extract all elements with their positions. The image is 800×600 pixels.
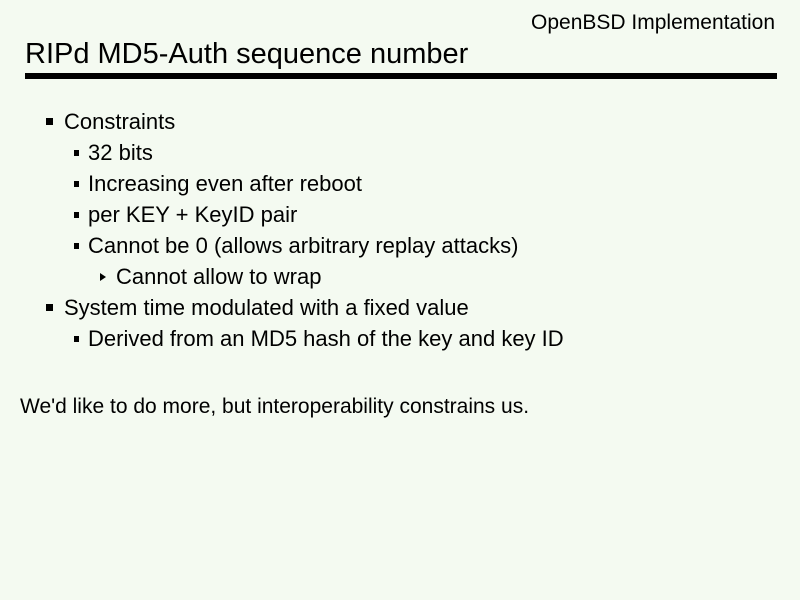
list-item: System time modulated with a fixed value: [0, 292, 800, 323]
triangle-bullet-icon: [100, 272, 106, 281]
list-item: Increasing even after reboot: [0, 168, 800, 199]
title-rule-divider: [25, 73, 777, 79]
slide-header-label: OpenBSD Implementation: [531, 11, 775, 34]
list-item: Constraints: [0, 106, 800, 137]
list-item-text: System time modulated with a fixed value: [64, 294, 469, 320]
list-item: per KEY + KeyID pair: [0, 199, 800, 230]
square-bullet-icon: [74, 211, 79, 218]
list-item-text: Cannot be 0 (allows arbitrary replay att…: [88, 232, 519, 258]
list-item: Derived from an MD5 hash of the key and …: [0, 323, 800, 354]
list-item-text: Cannot allow to wrap: [116, 263, 322, 289]
list-item: Cannot be 0 (allows arbitrary replay att…: [0, 230, 800, 261]
square-bullet-icon: [46, 118, 53, 125]
list-item-text: 32 bits: [88, 139, 153, 165]
list-item-text: Increasing even after reboot: [88, 170, 362, 196]
list-item: Cannot allow to wrap: [0, 261, 800, 292]
page-title: RIPd MD5-Auth sequence number: [25, 38, 469, 70]
list-item-text: per KEY + KeyID pair: [88, 201, 298, 227]
square-bullet-icon: [74, 242, 79, 249]
list-item: 32 bits: [0, 137, 800, 168]
list-item-text: Derived from an MD5 hash of the key and …: [88, 325, 564, 351]
square-bullet-icon: [74, 180, 79, 187]
square-bullet-icon: [46, 304, 53, 311]
square-bullet-icon: [74, 335, 79, 342]
footer-note: We'd like to do more, but interoperabili…: [20, 395, 530, 418]
list-item-text: Constraints: [64, 108, 176, 134]
square-bullet-icon: [74, 149, 79, 156]
